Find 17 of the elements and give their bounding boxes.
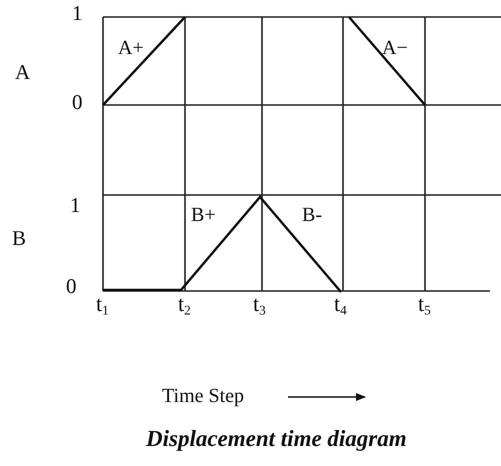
axis-value: 1 xyxy=(72,3,82,24)
caption: Displacement time diagram xyxy=(146,426,407,452)
axis-value: 0 xyxy=(72,92,82,113)
time-label: t$_{4}$ xyxy=(334,293,347,316)
motion-label: B- xyxy=(302,205,322,225)
axis-label: B xyxy=(12,228,26,249)
axis-value: 1 xyxy=(70,195,80,216)
time-label: t$_{2}$ xyxy=(178,293,191,316)
axis-value: 0 xyxy=(66,276,76,297)
motion-label: B+ xyxy=(191,205,216,225)
motion-label: A+ xyxy=(118,38,144,58)
time-label: t$_{1}$ xyxy=(96,293,109,316)
axis-title: Time Step xyxy=(162,386,244,406)
axis-label: A xyxy=(15,62,30,83)
motion-label: A− xyxy=(382,38,408,58)
time-label: t$_{5}$ xyxy=(418,293,431,316)
time-label: t$_{3}$ xyxy=(253,293,266,316)
